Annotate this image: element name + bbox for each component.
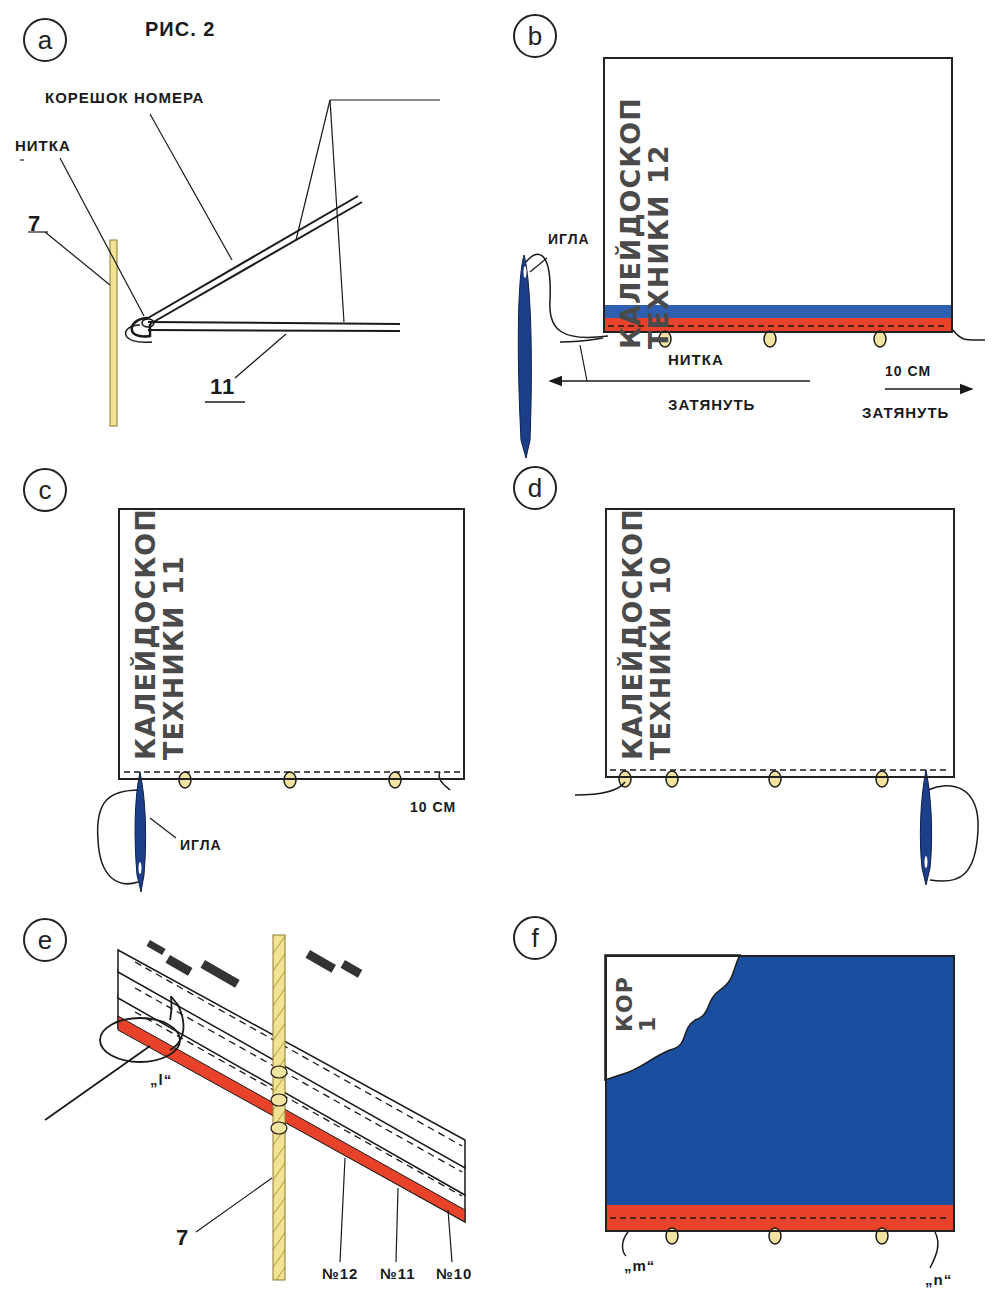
panel-letter: c xyxy=(39,477,52,503)
panel-letter-circle: e xyxy=(23,918,67,962)
magazine-cover: КОР 1 xyxy=(605,955,955,1232)
panel-letter-circle: b xyxy=(513,14,557,58)
loop-mark: „l“ xyxy=(150,1072,172,1089)
part-name: ИГЛА xyxy=(548,232,590,247)
panel-letter: d xyxy=(528,475,542,501)
part-name: ИГЛА xyxy=(180,838,222,853)
panel-f-drawing xyxy=(605,955,955,1268)
panel-b-drawing xyxy=(518,57,985,458)
magazine-title: КОР 1 xyxy=(613,970,659,1032)
dimension: 10 СМ xyxy=(885,364,931,379)
part-name: НИТКА xyxy=(668,352,724,369)
panel-letter-circle: d xyxy=(513,466,557,510)
panel-letter: a xyxy=(38,27,52,53)
magazine-cover: КАЛЕЙДОСКОП ТЕХНИКИ 12 xyxy=(603,57,953,333)
issue-number: №10 xyxy=(436,1266,472,1283)
magazine-title: КАЛЕЙДОСКОП ТЕХНИКИ 12 xyxy=(617,117,674,349)
panel-e-drawing xyxy=(45,935,465,1280)
dimension: 10 СМ xyxy=(410,800,456,815)
magazine-cover: КАЛЕЙДОСКОП ТЕХНИКИ 10 xyxy=(605,508,955,778)
panel-letter-circle: f xyxy=(513,916,557,960)
loop-mark: „m“ xyxy=(624,1258,655,1275)
part-name: КОРЕШОК НОМЕРА xyxy=(45,90,204,107)
callout-number: 11 xyxy=(210,375,235,399)
panel-c-drawing xyxy=(98,508,465,892)
part-name: НИТКА xyxy=(15,138,71,155)
callout-number: 7 xyxy=(28,212,41,236)
panel-a-drawing xyxy=(20,100,440,426)
loop-mark: „n“ xyxy=(925,1272,952,1289)
panel-letter: e xyxy=(38,927,52,953)
figure-title: РИС. 2 xyxy=(145,18,215,41)
magazine-cover: КАЛЕЙДОСКОП ТЕХНИКИ 11 xyxy=(118,508,465,780)
panel-d-drawing xyxy=(575,508,978,885)
panel-letter-circle: a xyxy=(23,18,67,62)
issue-number: №12 xyxy=(322,1266,358,1283)
issue-number: №11 xyxy=(380,1266,416,1283)
instruction: ЗАТЯНУТЬ xyxy=(862,405,949,422)
magazine-title: КАЛЕЙДОСКОП ТЕХНИКИ 11 xyxy=(132,528,189,760)
panel-letter: f xyxy=(531,925,538,951)
magazine-title: КАЛЕЙДОСКОП ТЕХНИКИ 10 xyxy=(619,528,676,760)
panel-letter: b xyxy=(528,23,542,49)
panel-letter-circle: c xyxy=(23,468,67,512)
instruction: ЗАТЯНУТЬ xyxy=(668,397,755,414)
callout-number: 7 xyxy=(176,1226,189,1250)
